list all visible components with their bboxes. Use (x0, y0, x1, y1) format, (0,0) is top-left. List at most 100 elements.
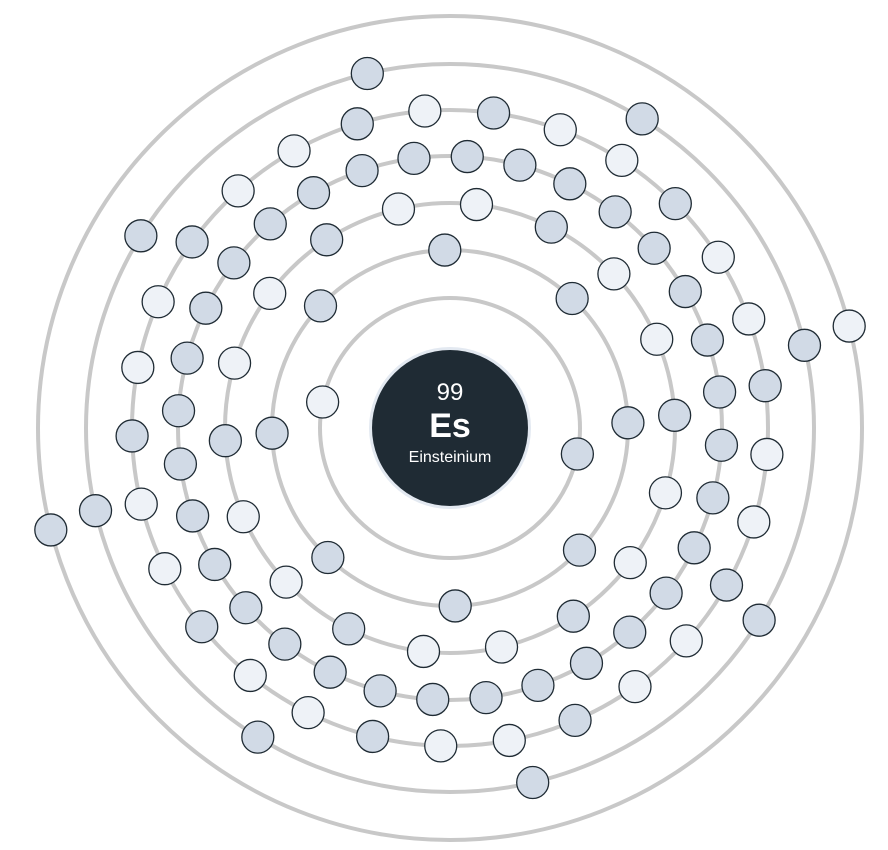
electron-shell-N (345, 153, 379, 188)
nucleus-core (372, 350, 528, 506)
electron-shell-L (611, 406, 645, 440)
electron-shell-O (605, 143, 639, 178)
electron-shell-M (217, 346, 252, 380)
electron-shell-N (229, 591, 263, 625)
element-symbol: Es (429, 407, 471, 445)
orbit-shell-P (84, 62, 816, 794)
electron-shell-M (406, 634, 441, 669)
electron-shell-N (198, 547, 232, 582)
electron-shell-N (637, 231, 671, 265)
electron-shell-O (115, 419, 149, 453)
electron-shell-N (416, 682, 450, 717)
electron-shell-O (737, 505, 771, 539)
electron-shell-O (277, 134, 311, 168)
electron-shell-O (175, 225, 209, 259)
electron-shell-O (658, 186, 692, 221)
electron-shell-O (148, 552, 182, 586)
electron-shell-O (476, 96, 511, 130)
electron-shell-O (408, 94, 442, 128)
electron-shell-M (640, 322, 674, 356)
electron-shell-P (124, 219, 158, 253)
electron-shell-N (450, 139, 484, 174)
electron-shell-Q (34, 513, 68, 547)
electron-shell-M (381, 192, 416, 226)
electron-shell-O (618, 670, 652, 704)
electron-shell-L (562, 533, 597, 567)
electron-shell-N (163, 447, 198, 481)
electron-shell-O (709, 568, 744, 602)
orbit-shell-Q (36, 14, 864, 842)
electron-shell-O (558, 703, 592, 738)
electron-shell-M (597, 257, 631, 291)
element-name: Einsteinium (409, 449, 492, 466)
electron-shell-O (748, 369, 782, 403)
orbit-shell-K (318, 296, 582, 560)
electron-shell-K (560, 437, 595, 471)
electron-shell-P (78, 494, 113, 528)
electron-shell-O (121, 350, 155, 385)
electron-shell-N (690, 323, 725, 357)
electron-shell-M (269, 565, 303, 599)
electron-shell-L (303, 289, 338, 323)
electron-shell-O (340, 107, 374, 141)
electron-shell-N (313, 655, 347, 689)
electron-shell-L (255, 416, 289, 450)
electron-shell-N (702, 375, 737, 409)
electron-shell-N (704, 428, 739, 462)
electron-shell-O (543, 113, 577, 147)
electron-shell-M (226, 500, 260, 534)
electron-shell-O (185, 610, 219, 644)
electron-shell-N (253, 207, 287, 241)
electron-shell-O (701, 240, 735, 274)
electron-shell-M (253, 276, 287, 310)
electron-shell-N (217, 246, 251, 280)
electron-shell-N (668, 274, 702, 309)
electron-shell-P (516, 765, 550, 800)
electron-shell-L (438, 589, 472, 623)
electron-shell-P (742, 603, 776, 637)
electron-shell-O (669, 624, 703, 658)
electron-shell-N (553, 167, 587, 201)
electron-shell-M (332, 612, 366, 646)
electron-shell-O (141, 285, 175, 319)
electron-shell-M (208, 424, 243, 458)
electron-shell-M (310, 223, 344, 257)
electron-shell-L (555, 281, 589, 316)
electron-shell-N (613, 615, 647, 649)
atomic-number: 99 (437, 379, 464, 406)
electron-shell-N (469, 680, 503, 715)
electron-shell-N (397, 141, 431, 176)
electron-shell-P (625, 102, 659, 136)
electron-shell-O (424, 729, 458, 763)
electron-shell-O (750, 437, 784, 472)
electron-shell-N (598, 195, 632, 229)
electron-shell-M (534, 210, 568, 244)
electron-shell-M (556, 599, 590, 633)
electron-shell-N (161, 394, 196, 428)
nucleus: 99 Es Einsteinium (369, 347, 531, 509)
electron-shell-M (613, 546, 647, 580)
electron-shell-K (305, 385, 340, 419)
electron-shell-O (732, 302, 766, 336)
electron-shell-P (241, 720, 275, 754)
electron-shell-M (484, 630, 519, 664)
electron-shell-N (363, 674, 397, 708)
orbit-shell-N (176, 154, 724, 702)
electron-shell-Q (832, 309, 866, 343)
electron-shell-N (170, 341, 204, 375)
electron-shell-L (311, 540, 345, 575)
electron-shell-O (124, 487, 158, 521)
electron-shell-O (221, 174, 255, 208)
electron-shell-N (503, 148, 537, 182)
electron-shell-M (459, 187, 494, 222)
electron-shell-L (428, 233, 462, 267)
electron-shell-O (233, 658, 267, 693)
electron-shell-N (268, 627, 302, 661)
electron-shell-O (355, 719, 390, 754)
electron-shell-N (677, 531, 711, 565)
electron-shell-O (291, 695, 325, 730)
electron-shell-M (657, 398, 692, 432)
electron-shell-N (696, 481, 730, 515)
